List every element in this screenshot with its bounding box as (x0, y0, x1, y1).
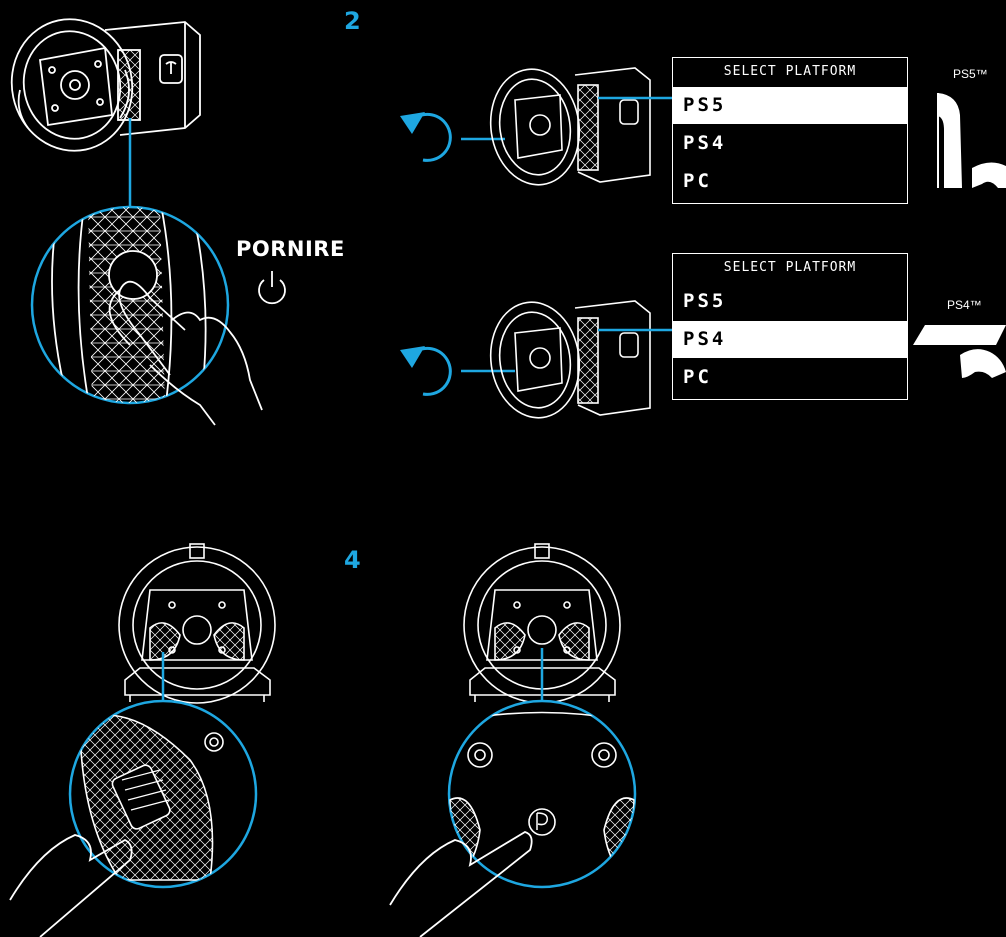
step-number-2: 2 (344, 7, 361, 35)
menu-item-ps5: PS5 (673, 86, 907, 124)
menu-title: SELECT PLATFORM (673, 58, 907, 86)
menu-item-pc: PC (673, 358, 907, 396)
wheel-base-illustration-2 (483, 63, 650, 190)
rotate-arrow-icon-ps5 (400, 112, 505, 160)
menu-item-ps5: PS5 (673, 282, 907, 320)
wheel-front-illustration-1 (119, 544, 275, 703)
menu-item-ps4: PS4 (673, 320, 907, 358)
ps4-console-icon (913, 325, 1006, 378)
zoom-dial-control (70, 701, 256, 887)
power-icon (259, 271, 285, 303)
menu-item-ps4: PS4 (673, 124, 907, 162)
ps4-label: PS4™ (947, 298, 982, 312)
ps5-label: PS5™ (953, 67, 988, 81)
step-number-4: 4 (344, 546, 361, 574)
zoom-power-button (32, 200, 228, 410)
wheel-base-illustration-3 (483, 296, 650, 423)
zoom-ps-button (449, 701, 635, 887)
power-label: PORNIRE (236, 237, 345, 261)
wheel-base-illustration-1 (0, 8, 200, 162)
ps5-console-icon (938, 93, 1006, 188)
platform-menu-ps5: SELECT PLATFORM PS5 PS4 PC (672, 57, 908, 204)
menu-item-pc: PC (673, 162, 907, 200)
menu-title: SELECT PLATFORM (673, 254, 907, 282)
platform-menu-ps4: SELECT PLATFORM PS5 PS4 PC (672, 253, 908, 400)
